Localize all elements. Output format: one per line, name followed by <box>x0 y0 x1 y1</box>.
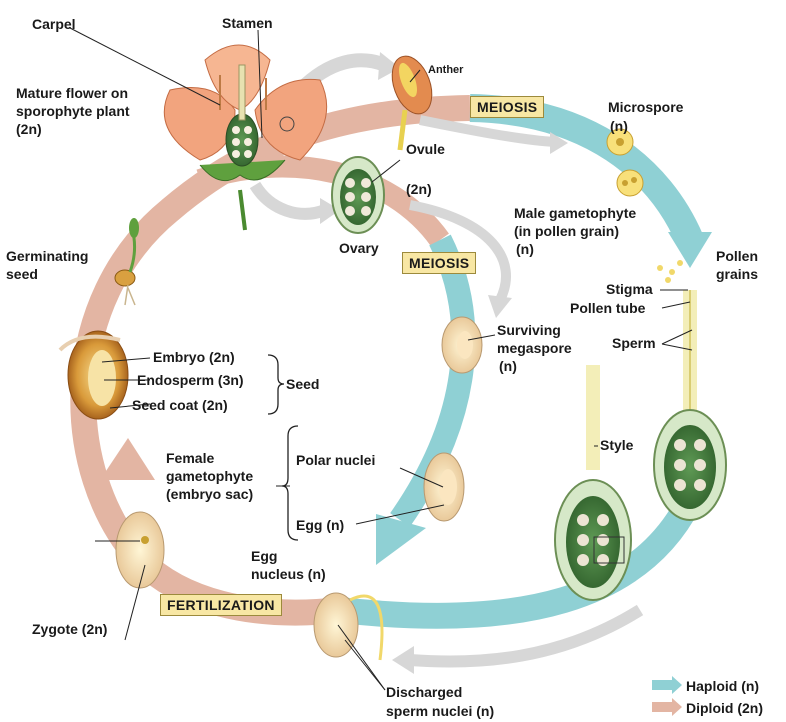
germinating-seed-label-1: Germinating <box>6 248 89 264</box>
embryo-label: Embryo (2n) <box>153 349 235 365</box>
meiosis-box-middle: MEIOSIS <box>402 252 477 274</box>
diploid-swatch <box>652 698 682 716</box>
fertilization-box: FERTILIZATION <box>160 594 282 616</box>
seed-label: Seed <box>286 376 320 392</box>
pistil-center <box>554 365 632 601</box>
surviving-megaspore-label-2: megaspore <box>497 340 572 356</box>
style-label: Style <box>600 437 634 453</box>
endosperm-label: Endosperm (3n) <box>137 372 244 388</box>
haploid-swatch <box>652 676 682 694</box>
leader-lines <box>69 27 693 691</box>
mature-flower <box>163 44 328 231</box>
microspore-illustration <box>606 128 644 197</box>
surviving-megaspore-label-1: Surviving <box>497 322 561 338</box>
discharged-label-1: Discharged <box>386 684 463 700</box>
egg-nucleus-label-1: Egg <box>251 548 278 564</box>
egg-label: Egg (n) <box>296 517 345 533</box>
male-gametophyte-label-3: (n) <box>516 241 534 257</box>
anther-illustration <box>391 55 433 151</box>
anther-label: Anther <box>428 64 464 76</box>
ovule-stages <box>115 316 483 661</box>
ovule-label: Ovule <box>406 141 445 157</box>
mature-flower-label-2: sporophyte plant <box>16 103 130 119</box>
mature-flower-label-1: Mature flower on <box>16 85 129 101</box>
egg-nucleus-label-2: nucleus (n) <box>251 566 326 582</box>
seed-coat-label: Seed coat (2n) <box>132 397 228 413</box>
surviving-megaspore-label-3: (n) <box>499 358 517 374</box>
mature-flower-label-3: (2n) <box>16 121 42 137</box>
discharged-label-2: sperm nuclei (n) <box>386 703 495 719</box>
male-gametophyte-label-2: (in pollen grain) <box>514 223 619 239</box>
carpel-label: Carpel <box>32 16 76 32</box>
germinating-seed-illustration <box>114 218 139 306</box>
diploid-key-label: Diploid (2n) <box>686 700 763 716</box>
stigma-label: Stigma <box>606 281 653 297</box>
pollen-tube-label: Pollen tube <box>570 300 646 316</box>
zygote-label: Zygote (2n) <box>32 621 108 637</box>
haploid-key-label: Haploid (n) <box>686 678 760 694</box>
legend-swatches <box>652 676 682 716</box>
ovary-label: Ovary <box>339 240 379 256</box>
pollen-grains-label-1: Pollen <box>716 248 759 264</box>
ovule-ploidy-label: (2n) <box>406 181 432 197</box>
female-gametophyte-label-3: (embryo sac) <box>166 486 254 502</box>
haploid-cycle-arrow <box>338 94 712 629</box>
female-gametophyte-label-1: Female <box>166 450 215 466</box>
polar-nuclei-label: Polar nuclei <box>296 452 376 468</box>
pollen-and-pistil-right <box>653 260 727 521</box>
male-gametophyte-label-1: Male gametophyte <box>514 205 637 221</box>
braces <box>267 354 299 541</box>
stamen-label: Stamen <box>222 15 273 31</box>
female-gametophyte-label-2: gametophyte <box>166 468 254 484</box>
germinating-seed-label-2: seed <box>6 266 38 282</box>
seed-illustration <box>58 330 129 420</box>
meiosis-box-top: MEIOSIS <box>470 96 545 118</box>
pollen-grains-label-2: grains <box>716 266 759 282</box>
process-arrows <box>249 52 644 674</box>
ovary-illustration <box>331 156 385 234</box>
sperm-label: Sperm <box>612 335 656 351</box>
microspore-label-2: (n) <box>610 118 628 134</box>
microspore-label-1: Microspore <box>608 99 684 115</box>
